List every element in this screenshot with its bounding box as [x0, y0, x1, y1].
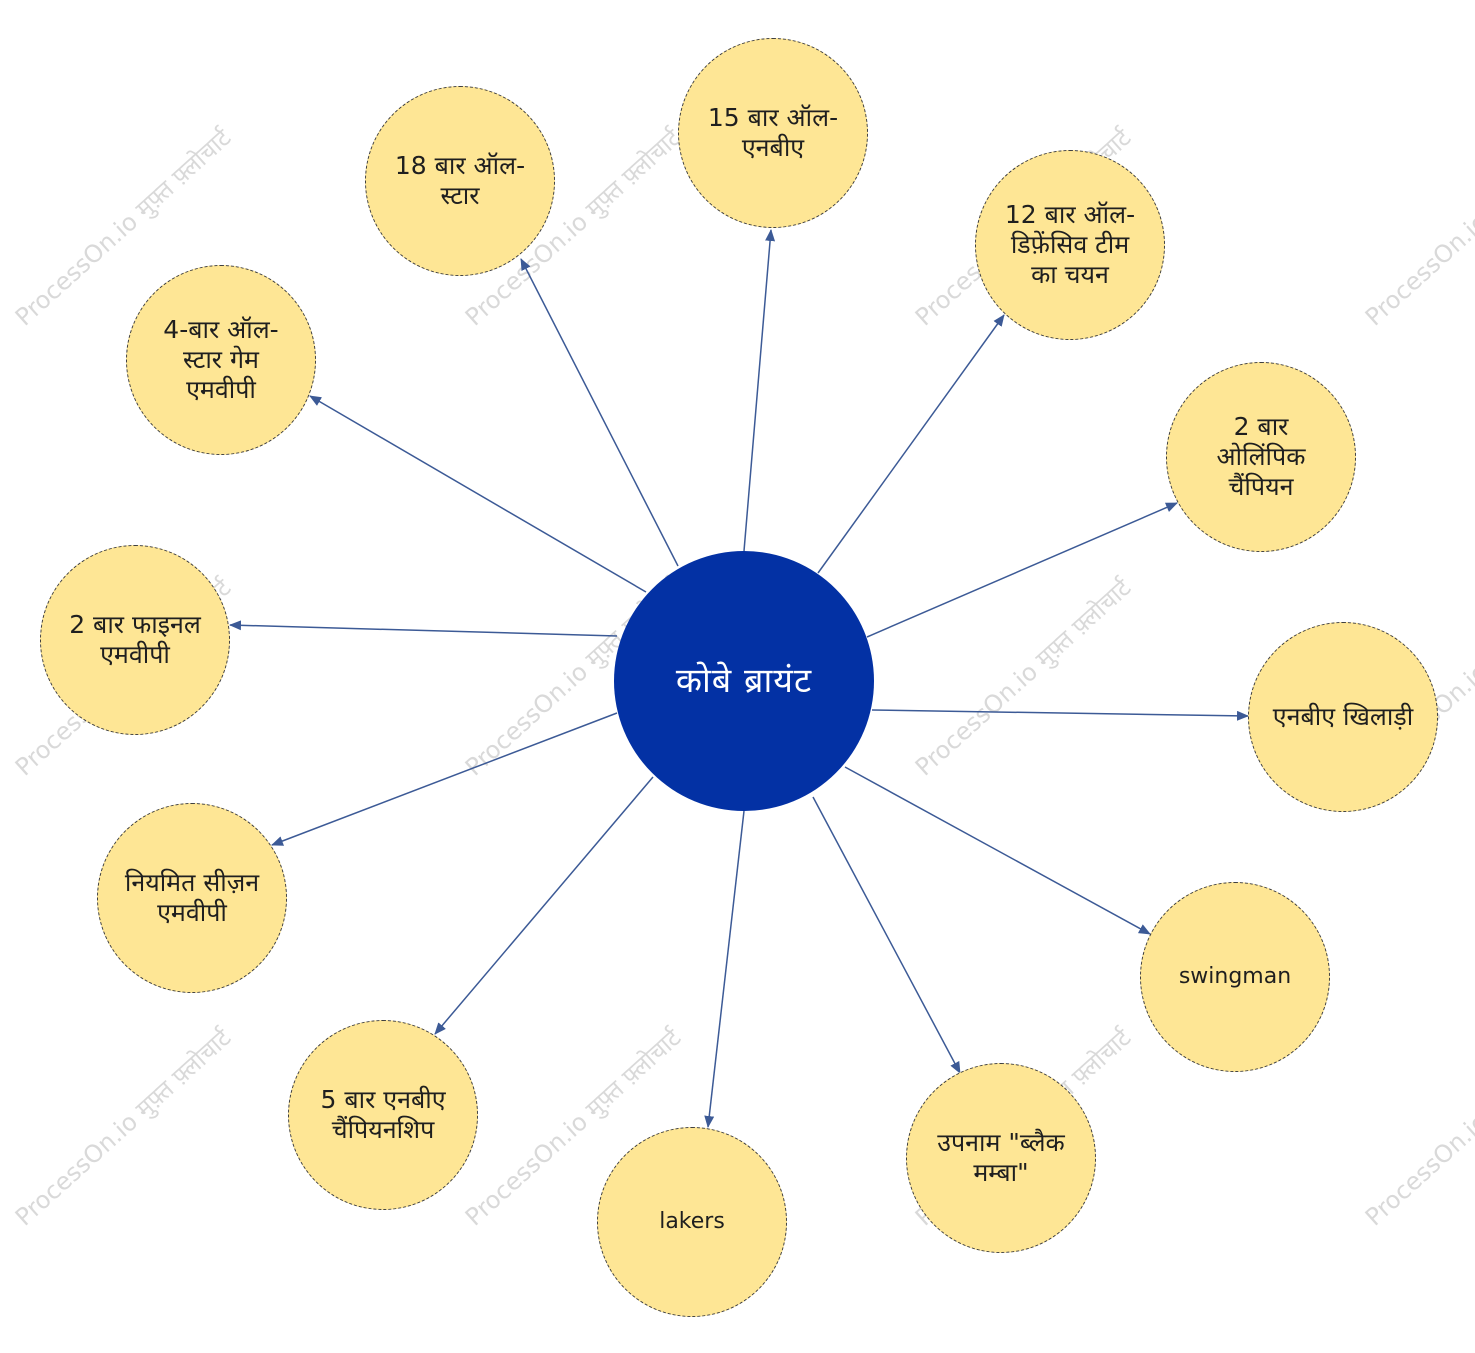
node-4-all-star-mvp[interactable]: 4-बार ऑल-स्टार गेम एमवीपी — [126, 265, 316, 455]
connector-18-all-star — [520, 258, 679, 567]
connector-5-championships — [434, 776, 654, 1035]
connector-lakers — [704, 810, 745, 1128]
connector-4-all-star-mvp — [309, 395, 647, 593]
node-label: एनबीए खिलाड़ी — [1272, 702, 1414, 731]
node-5-championships[interactable]: 5 बार एनबीए चैंपियनशिप — [288, 1020, 478, 1210]
node-2-finals-mvp[interactable]: 2 बार फाइनल एमवीपी — [40, 545, 230, 735]
connector-15-all-nba — [743, 229, 776, 552]
node-15-all-nba[interactable]: 15 बार ऑल-एनबीए — [678, 38, 868, 228]
node-label: नियमित सीज़न एमवीपी — [124, 868, 260, 927]
connector-nba-player — [871, 709, 1249, 721]
node-12-all-defensive[interactable]: 12 बार ऑल-डिफ़ेंसिव टीम का चयन — [975, 150, 1165, 340]
node-nba-player[interactable]: एनबीए खिलाड़ी — [1248, 622, 1438, 812]
connector-black-mamba — [812, 796, 961, 1074]
node-label: 2 बार ओलिंपिक चैंपियन — [1216, 412, 1306, 501]
connector-12-all-defensive — [817, 314, 1005, 574]
node-black-mamba[interactable]: उपनाम "ब्लैक मम्बा" — [906, 1063, 1096, 1253]
node-swingman[interactable]: swingman — [1140, 882, 1330, 1072]
node-label: swingman — [1178, 964, 1292, 989]
node-label: lakers — [659, 1209, 725, 1234]
node-2-olympic[interactable]: 2 बार ओलिंपिक चैंपियन — [1166, 362, 1356, 552]
node-lakers[interactable]: lakers — [597, 1127, 787, 1317]
center-node[interactable]: कोबे ब्रायंट — [614, 551, 874, 811]
connector-regular-season-mvp — [271, 712, 618, 846]
node-label: 12 बार ऑल-डिफ़ेंसिव टीम का चयन — [1004, 200, 1136, 289]
node-regular-season-mvp[interactable]: नियमित सीज़न एमवीपी — [97, 803, 287, 993]
node-label: 2 बार फाइनल एमवीपी — [69, 610, 201, 669]
node-label: 15 बार ऑल-एनबीए — [707, 103, 839, 162]
connector-2-finals-mvp — [229, 620, 618, 637]
center-node-label: कोबे ब्रायंट — [675, 661, 813, 701]
connector-swingman — [844, 766, 1151, 935]
node-label: 5 बार एनबीए चैंपियनशिप — [320, 1085, 446, 1144]
node-label: उपनाम "ब्लैक मम्बा" — [937, 1128, 1065, 1187]
node-label: 4-बार ऑल-स्टार गेम एमवीपी — [163, 315, 279, 404]
node-18-all-star[interactable]: 18 बार ऑल-स्टार — [365, 86, 555, 276]
node-label: 18 बार ऑल-स्टार — [394, 151, 526, 210]
connector-2-olympic — [866, 502, 1178, 638]
